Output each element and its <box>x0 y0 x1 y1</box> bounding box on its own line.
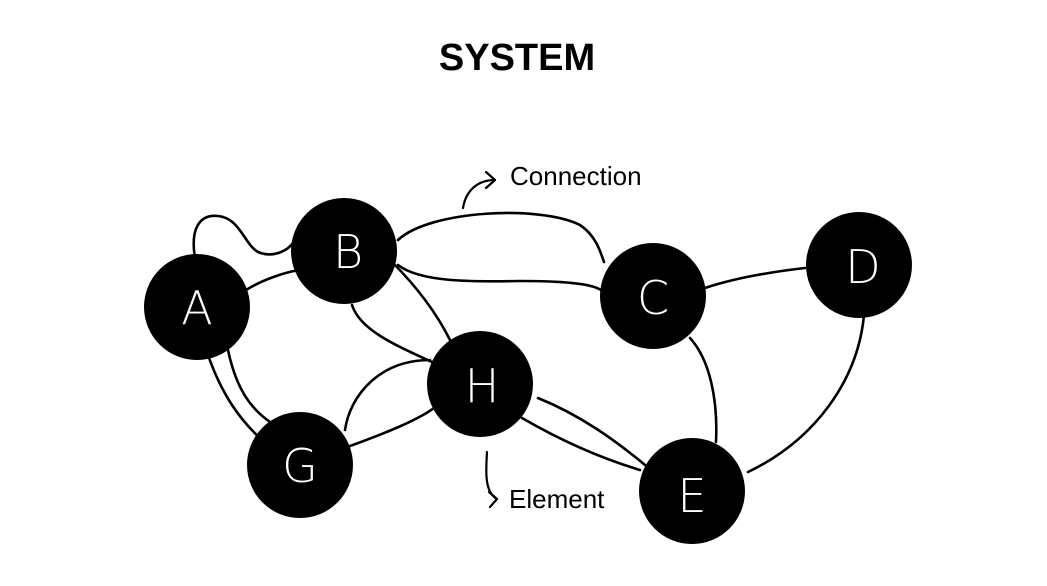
element-arrowhead-icon <box>487 490 499 509</box>
node-a-circle <box>144 254 250 360</box>
connection-label: Connection <box>510 161 642 191</box>
edge-a-b <box>244 268 302 292</box>
element-arrow-icon <box>485 450 499 501</box>
edge-a-g-1 <box>206 353 264 442</box>
edge-h-e-2 <box>536 396 647 467</box>
element-label: Element <box>509 484 605 514</box>
node-g: G <box>247 412 353 518</box>
edge-a-b-loop <box>192 214 297 260</box>
annotation-arrows <box>461 170 499 509</box>
edge-a-g-2 <box>226 348 272 424</box>
edge-b-c-lower <box>396 263 603 292</box>
connection-arrow-icon <box>461 178 497 210</box>
node-g-label: G <box>282 439 318 493</box>
connection-arrowhead-icon <box>484 170 497 190</box>
edges <box>192 211 866 474</box>
edge-d-e <box>746 313 866 474</box>
node-b-circle <box>291 198 397 304</box>
edge-g-h-2 <box>348 403 440 448</box>
node-e: E <box>639 438 745 544</box>
diagram-title: SYSTEM <box>439 37 595 79</box>
node-b: B <box>291 198 397 304</box>
node-c-label: C <box>637 271 669 325</box>
node-e-circle <box>639 438 745 544</box>
edge-c-e <box>688 336 718 444</box>
node-d-circle <box>806 212 912 318</box>
edge-b-h-2 <box>390 260 452 342</box>
node-a: A <box>144 254 250 360</box>
edge-b-h-1 <box>350 303 434 364</box>
node-g-circle <box>247 412 353 518</box>
node-h-label: H <box>465 359 500 413</box>
edge-b-c-upper <box>396 211 606 264</box>
node-h-circle <box>427 331 533 437</box>
node-c: C <box>600 243 706 349</box>
edge-g-h-1 <box>343 358 432 432</box>
edge-h-e-1 <box>520 416 642 472</box>
node-a-label: A <box>181 281 212 335</box>
node-d-label: D <box>845 240 880 294</box>
node-c-circle <box>600 243 706 349</box>
node-d: D <box>806 212 912 318</box>
node-b-label: B <box>333 225 363 279</box>
edge-c-d <box>703 266 807 290</box>
node-e-label: E <box>677 469 706 523</box>
node-h: H <box>427 331 533 437</box>
